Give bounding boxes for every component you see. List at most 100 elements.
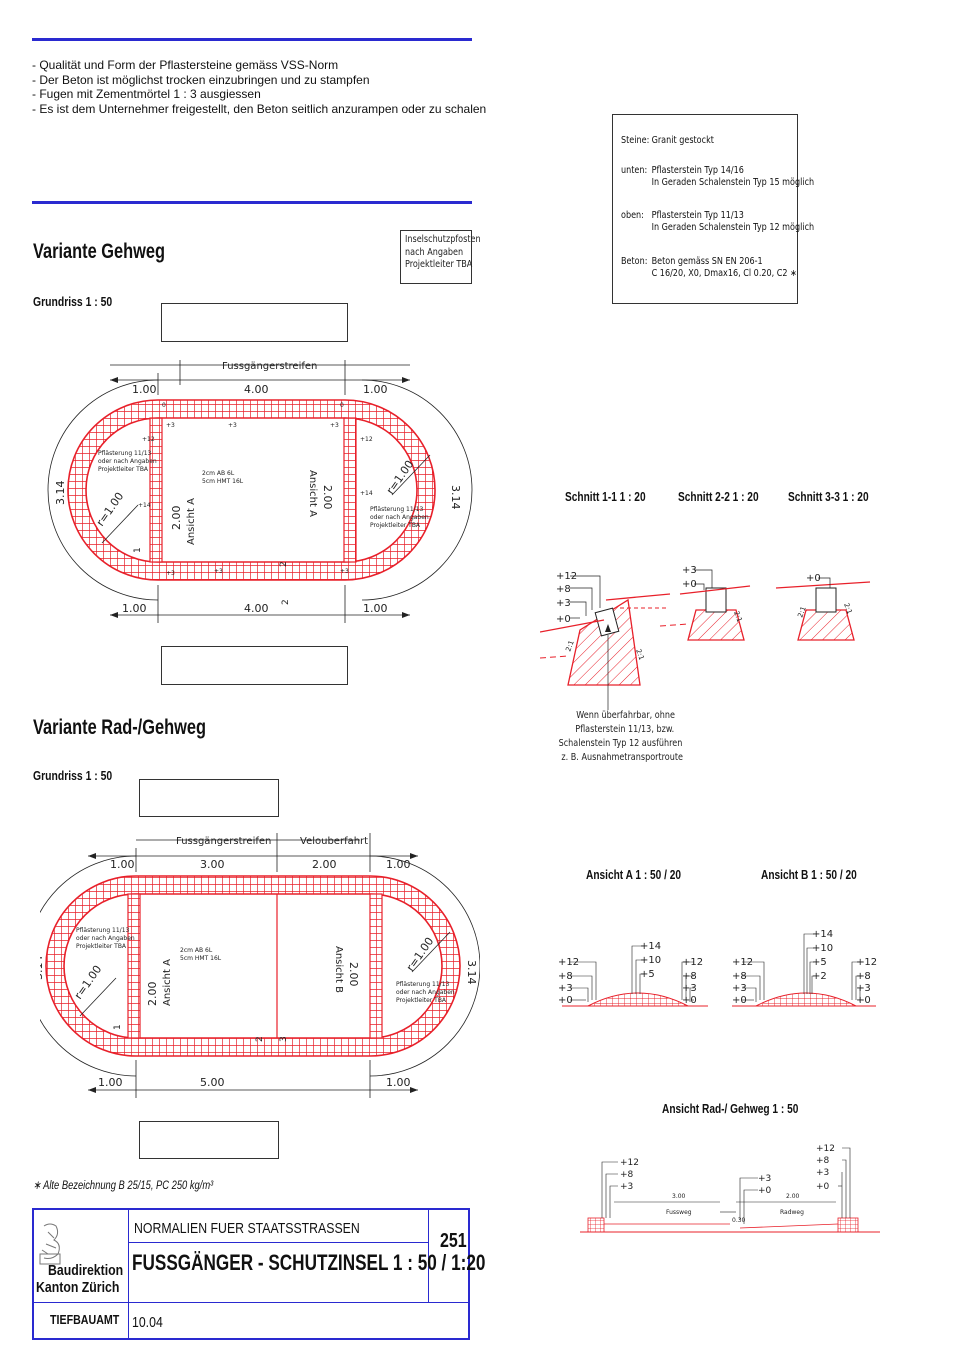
note-line: - Fugen mit Zementmörtel 1 : 3 ausgiesse… (32, 87, 261, 101)
svg-text:+3: +3 (816, 1168, 829, 1178)
title-line-1: NORMALIEN FUER STAATSSTRASSEN (134, 1220, 360, 1237)
svg-text:Fussweg: Fussweg (666, 1209, 692, 1216)
svg-text:+3: +3 (732, 983, 747, 994)
gehweg-plan: 1.00 4.00 1.00 Fussgängerstreifen 1.00 4… (47, 360, 473, 623)
title-block: NORMALIEN FUER STAATSSTRASSEN FUSSGÄNGER… (32, 1208, 485, 1340)
svg-text:+14: +14 (640, 941, 661, 952)
svg-text:Fussgängerstreifen: Fussgängerstreifen (176, 836, 271, 847)
sections-drawing: +12 +8 +3 +0 2:1 2:1 +3 +0 2:1 +0 2:1 2:… (540, 565, 871, 710)
svg-text:2:1: 2:1 (796, 605, 807, 618)
svg-text:+3: +3 (214, 568, 223, 575)
svg-text:+8: +8 (732, 971, 747, 982)
svg-text:3.14: 3.14 (40, 956, 45, 981)
dim-bottom-right: 1.00 (363, 602, 388, 615)
cut-mark-2b: 2 (281, 599, 291, 605)
note-line: - Qualität und Form der Pflastersteine g… (32, 58, 339, 72)
svg-text:+3: +3 (682, 565, 697, 576)
svg-text:2: 2 (255, 1036, 265, 1042)
dim-bottom-left: 1.00 (122, 602, 147, 615)
footnote: ∗ Alte Bezeichnung B 25/15, PC 250 kg/m³ (33, 1178, 214, 1192)
svg-text:+10: +10 (812, 943, 833, 954)
svg-text:Radweg: Radweg (780, 1209, 804, 1216)
svg-text:1.00: 1.00 (98, 1076, 123, 1089)
svg-text:+0: +0 (732, 995, 747, 1006)
svg-text:1.00: 1.00 (386, 858, 411, 871)
dim-top-mid: 4.00 (244, 383, 269, 396)
note-line: - Der Beton ist möglichst trocken einzub… (32, 72, 370, 87)
svg-text:2:1: 2:1 (732, 610, 743, 623)
svg-text:+8: +8 (556, 584, 571, 595)
svg-text:+0: +0 (558, 995, 573, 1006)
svg-text:1: 1 (113, 1024, 123, 1030)
ansicht-a-title: Ansicht A 1 : 50 / 20 (586, 867, 682, 882)
svg-text:+3: +3 (758, 1174, 771, 1184)
svg-text:+12: +12 (620, 1158, 639, 1168)
svg-text:2.00: 2.00 (146, 982, 159, 1007)
label-frame (139, 1121, 279, 1159)
svg-text:+3: +3 (620, 1182, 633, 1192)
svg-text:+0: +0 (758, 1186, 772, 1196)
cut-mark-1: 1 (133, 547, 143, 553)
cut-mark-2: 2 (279, 561, 289, 567)
svg-text:+12: +12 (816, 1144, 835, 1154)
svg-text:+3: +3 (340, 568, 349, 575)
svg-text:Velouberfahrt: Velouberfahrt (300, 836, 368, 847)
svg-text:+3: +3 (682, 983, 697, 994)
svg-text:2.00: 2.00 (786, 1193, 800, 1200)
label-frame (139, 779, 279, 817)
svg-text:3.00: 3.00 (672, 1193, 686, 1200)
svg-text:2:1: 2:1 (634, 648, 645, 661)
svg-text:+14: +14 (138, 502, 151, 509)
schnitt-1-title: Schnitt 1-1 1 : 20 (565, 489, 646, 504)
label-frame (161, 646, 348, 685)
revision-date: 10.04 (132, 1314, 163, 1331)
svg-text:+12: +12 (682, 957, 703, 968)
svg-text:+0: +0 (682, 995, 697, 1006)
ansicht-a-left: Ansicht A (186, 498, 197, 545)
variant-radgehweg-title: Variante Rad-/Gehweg (33, 716, 206, 739)
svg-text:+3: +3 (166, 570, 175, 577)
svg-text:+0: +0 (856, 995, 871, 1006)
org-line-1: Baudirektion (48, 1262, 124, 1279)
svg-text:+3: +3 (556, 598, 571, 609)
schnitt-3-title: Schnitt 3-3 1 : 20 (788, 489, 869, 504)
radius-right: r=1.00 (384, 458, 417, 497)
department: TIEFBAUAMT (50, 1312, 120, 1327)
fussgaenger-label: Fussgängerstreifen (222, 361, 317, 372)
note-line: - Es ist dem Unternehmer freigestellt, d… (32, 101, 487, 116)
svg-text:2.00: 2.00 (347, 962, 360, 987)
radgeh-view-drawing: +12 +8 +3 +3 +0 +12 +8 +3 +0 3.00 2.00 F… (580, 1144, 880, 1233)
schnitt-2-title: Schnitt 2-2 1 : 20 (678, 489, 759, 504)
svg-text:+3: +3 (558, 983, 573, 994)
svg-text:+8: +8 (682, 971, 697, 982)
svg-text:+12: +12 (556, 571, 577, 582)
svg-text:+12: +12 (360, 436, 373, 443)
svg-text:+14: +14 (360, 490, 373, 497)
svg-text:0.30: 0.30 (732, 1217, 746, 1224)
svg-text:Ansicht A: Ansicht A (162, 959, 173, 1006)
inner-dim-left: 2.00 (170, 506, 183, 531)
svg-text:+5: +5 (640, 969, 655, 980)
svg-text:+5: +5 (812, 957, 827, 968)
svg-text:2.00: 2.00 (312, 858, 337, 871)
svg-text:+12: +12 (142, 436, 155, 443)
dim-bottom-mid: 4.00 (244, 602, 269, 615)
general-notes: - Qualität und Form der Pflastersteine g… (32, 58, 486, 116)
svg-text:+0: +0 (806, 573, 821, 584)
sheet-number: 251 (440, 1230, 467, 1252)
section-note: Wenn überfahrbar, ohne Pflasterstein 11/… (558, 710, 683, 763)
svg-text:2:1: 2:1 (842, 602, 853, 615)
svg-text:+14: +14 (812, 929, 833, 940)
dim-top-right: 1.00 (363, 383, 388, 396)
svg-text:+8: +8 (816, 1156, 830, 1166)
dim-top-left: 1.00 (132, 383, 157, 396)
zurich-crest-logo (39, 1223, 61, 1265)
svg-text:5.00: 5.00 (200, 1076, 225, 1089)
svg-text:r=1.00: r=1.00 (404, 935, 437, 974)
